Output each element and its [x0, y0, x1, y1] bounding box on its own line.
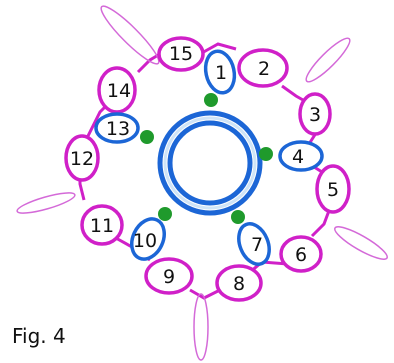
ring-1: 1	[202, 49, 238, 96]
join-dot	[158, 207, 172, 221]
ring-label: 1	[215, 62, 227, 84]
figure-caption: Fig. 4	[12, 324, 66, 348]
ring-9: 9	[146, 259, 192, 293]
ring-label: 2	[258, 58, 270, 80]
ring-label: 13	[106, 118, 130, 140]
ring-label: 8	[233, 273, 245, 295]
ring-14: 14	[99, 68, 135, 112]
picot-bottom	[194, 294, 208, 360]
ring-3: 3	[300, 94, 330, 134]
join-dot	[231, 210, 245, 224]
ring-label: 14	[107, 80, 131, 102]
ring-8: 8	[217, 266, 261, 300]
join-dot	[259, 147, 273, 161]
picot-left	[16, 189, 77, 217]
connector-8-9	[190, 290, 220, 298]
picot-right	[332, 222, 391, 264]
ring-10: 10	[126, 214, 171, 265]
ring-label: 5	[327, 179, 339, 201]
ring-label: 3	[309, 104, 321, 126]
ring-label: 4	[292, 146, 304, 168]
ring-4: 4	[280, 142, 322, 170]
ring-11: 11	[82, 206, 122, 244]
center-ring	[160, 113, 260, 213]
ring-label: 9	[163, 266, 175, 288]
ring-label: 7	[251, 234, 263, 256]
ring-13: 13	[96, 114, 138, 142]
ring-6: 6	[281, 237, 321, 271]
ring-label: 15	[169, 43, 193, 65]
connector-2-3	[282, 86, 303, 100]
ring-15: 15	[159, 38, 203, 70]
ring-12: 12	[66, 136, 98, 180]
ring-label: 10	[133, 230, 157, 252]
ring-label: 12	[70, 148, 94, 170]
ring-5: 5	[317, 166, 349, 212]
ring-2: 2	[239, 50, 287, 86]
ring-label: 11	[90, 215, 114, 237]
join-dot	[140, 130, 154, 144]
ring-label: 6	[295, 244, 307, 266]
join-dot	[204, 93, 218, 107]
picot-top-right	[302, 34, 354, 86]
